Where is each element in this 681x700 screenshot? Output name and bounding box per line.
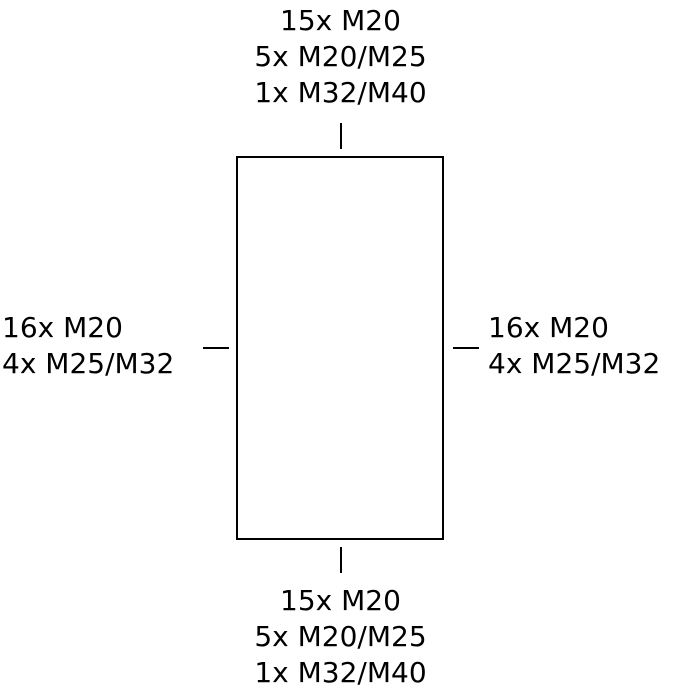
right-entry-line-2: 4x M25/M32: [488, 347, 661, 380]
left-entry-line-1: 16x M20: [2, 311, 123, 344]
bottom-entry-line-3: 1x M32/M40: [254, 656, 427, 689]
left-entry-line-2: 4x M25/M32: [2, 347, 175, 380]
bottom-entry-line-2: 5x M20/M25: [254, 620, 427, 653]
bottom-entry-line-1: 15x M20: [280, 584, 401, 617]
top-entry-line-3: 1x M32/M40: [254, 76, 427, 109]
right-side-marker: [453, 347, 479, 349]
enclosure-outline: [236, 156, 444, 540]
left-side-marker: [203, 347, 229, 349]
bottom-side-marker: [340, 547, 342, 573]
top-entry-line-2: 5x M20/M25: [254, 40, 427, 73]
top-entry-line-1: 15x M20: [280, 4, 401, 37]
left-side-entries: 16x M20 4x M25/M32: [2, 310, 174, 382]
right-side-entries: 16x M20 4x M25/M32: [488, 310, 660, 382]
top-side-marker: [340, 123, 342, 149]
right-entry-line-1: 16x M20: [488, 311, 609, 344]
top-side-entries: 15x M20 5x M20/M25 1x M32/M40: [0, 3, 681, 111]
bottom-side-entries: 15x M20 5x M20/M25 1x M32/M40: [0, 583, 681, 691]
